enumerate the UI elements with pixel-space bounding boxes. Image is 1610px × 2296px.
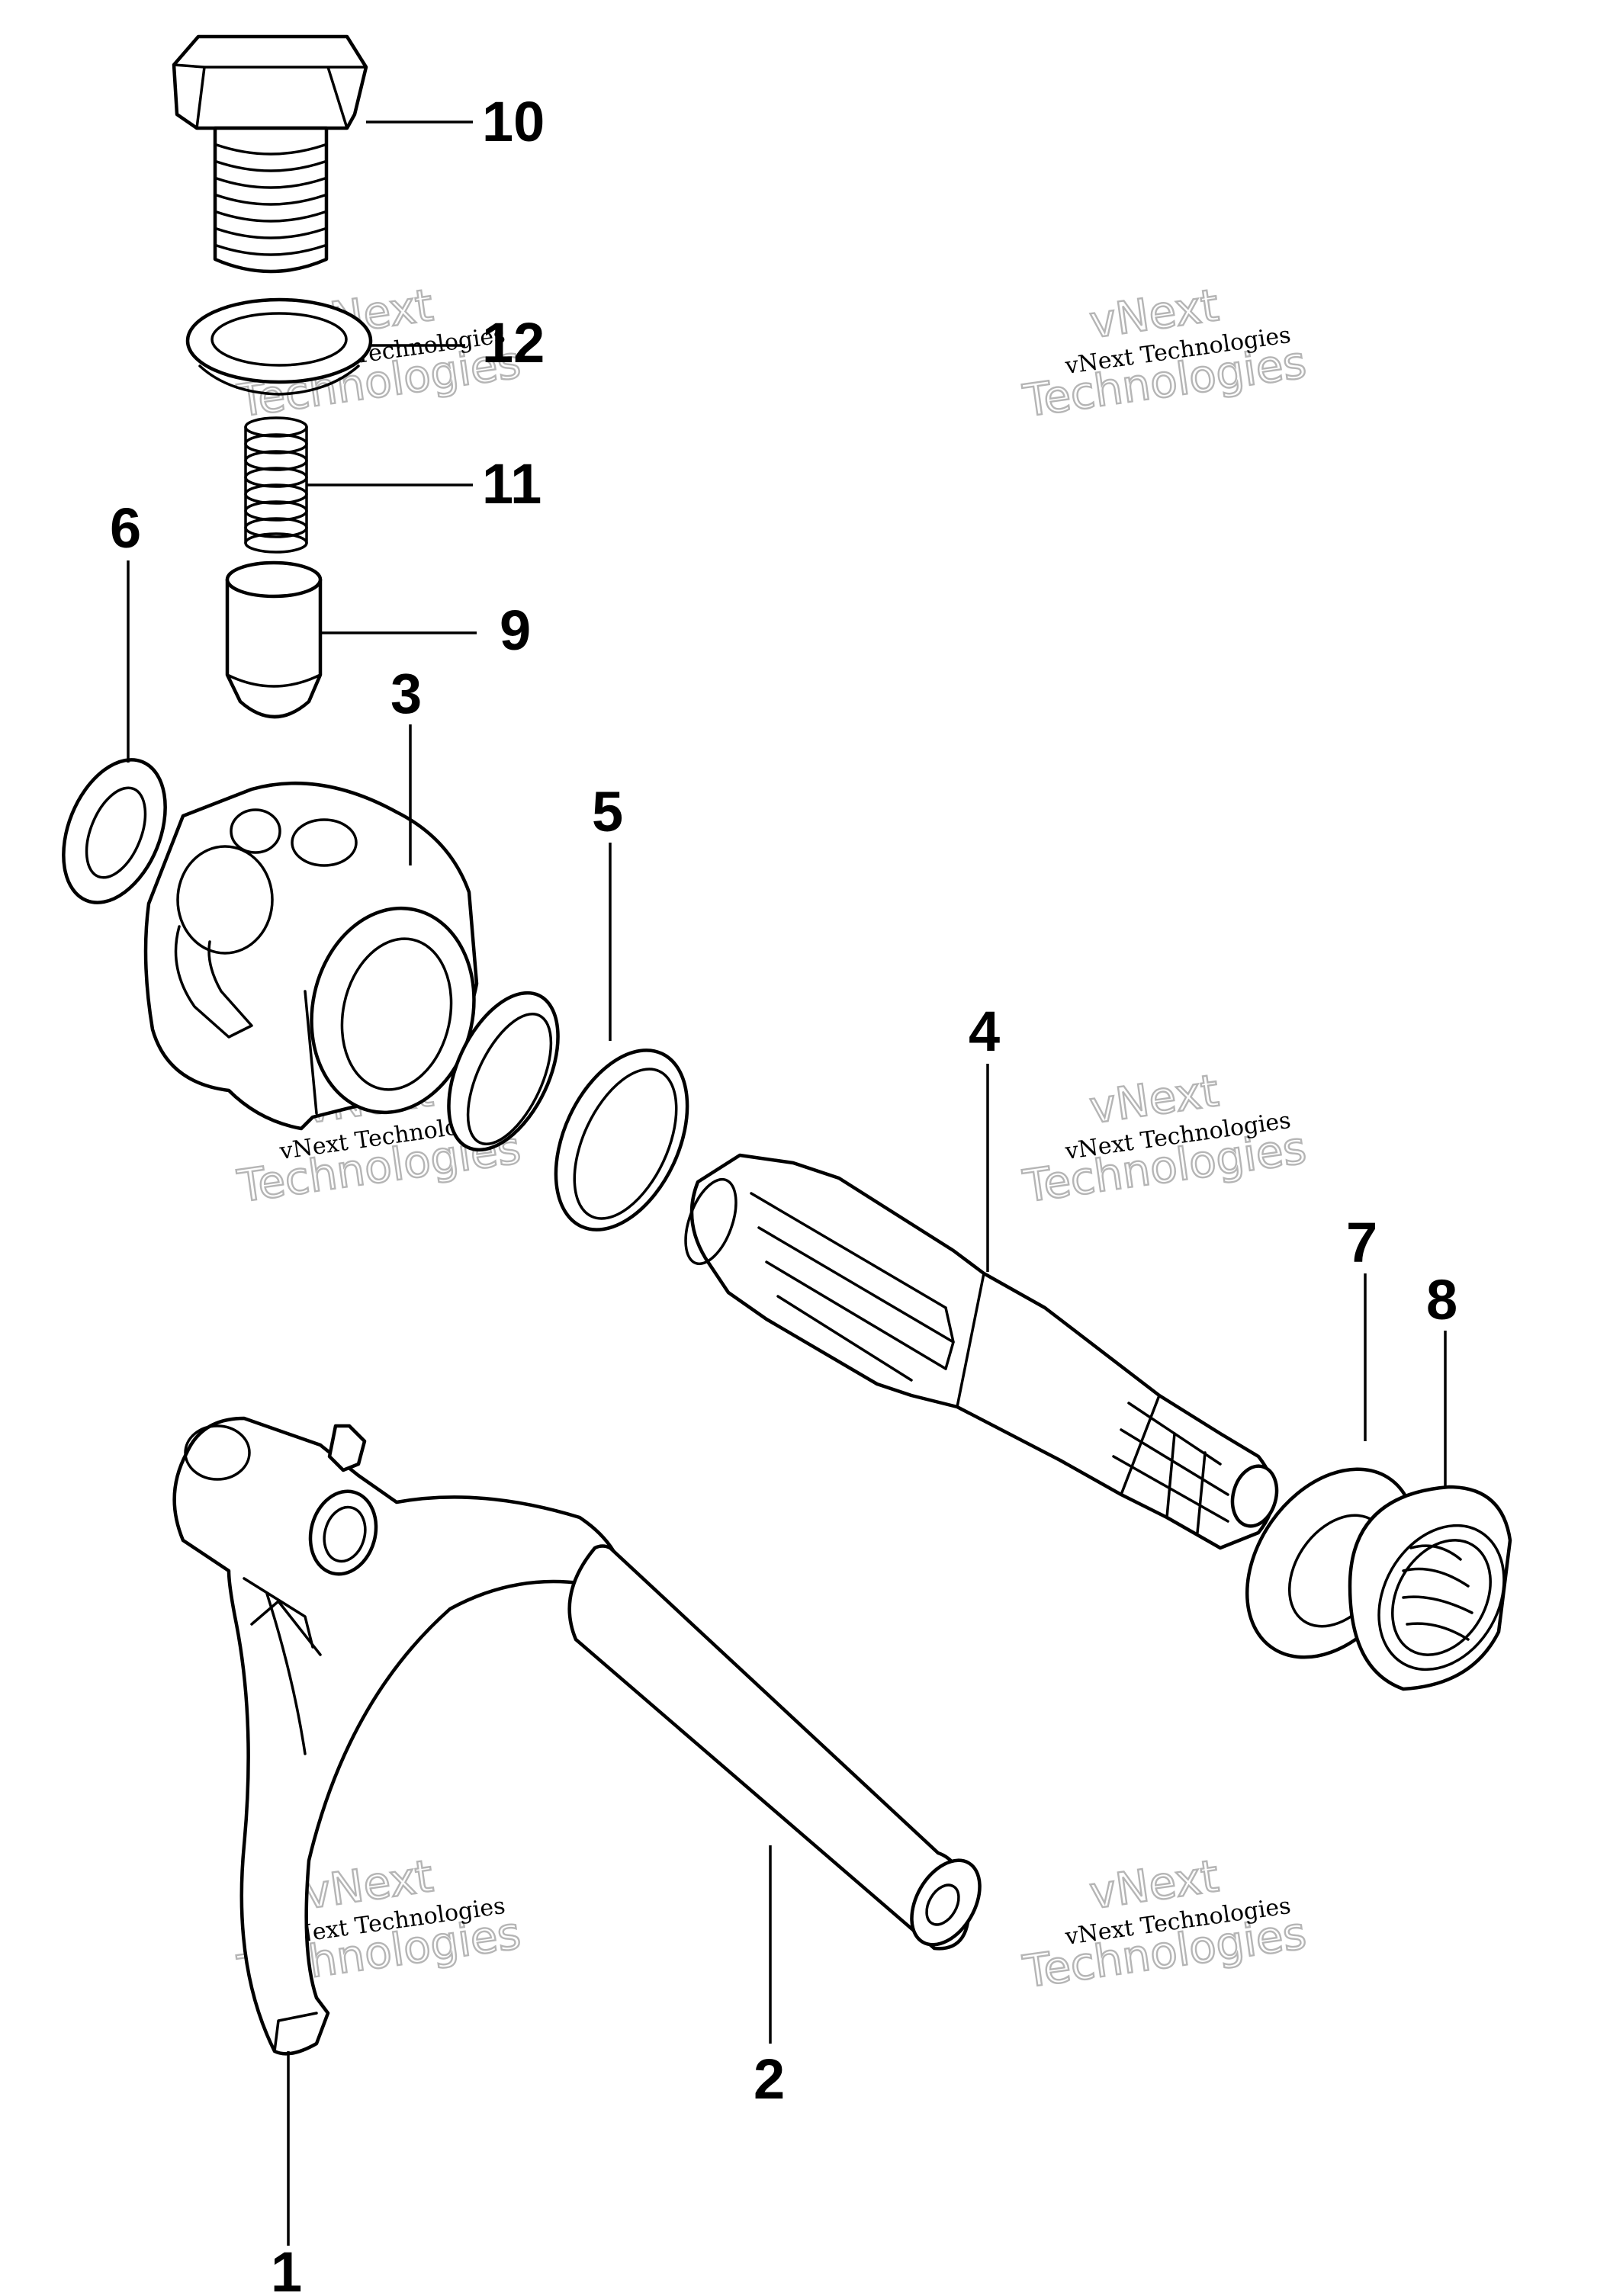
part-2-shift-shaft — [567, 1544, 982, 1951]
part-12-washer — [185, 297, 373, 396]
callout-2: 2 — [754, 2047, 785, 2111]
part-5-circlips — [447, 991, 689, 1231]
callout-10: 10 — [482, 90, 545, 153]
callout-4: 4 — [969, 1000, 1000, 1063]
callout-8: 8 — [1426, 1268, 1457, 1331]
callout-12: 12 — [482, 311, 545, 374]
callout-3: 3 — [390, 662, 422, 725]
part-1-shift-fork — [172, 1416, 628, 2056]
callout-6: 6 — [110, 496, 141, 560]
part-8-nut — [1348, 1485, 1512, 1691]
part-11-spring — [244, 416, 308, 554]
callout-labels: 10 12 11 9 6 3 5 4 7 8 2 1 — [110, 90, 1457, 2296]
leader-lines — [127, 120, 1447, 2246]
watermark-bottom-right: vNext Technologies vNext Technologies — [1019, 1849, 1310, 1999]
callout-11: 11 — [482, 452, 541, 515]
part-3-shift-cam — [143, 781, 479, 1131]
watermark-middle-right: vNext Technologies vNext Technologies — [1019, 1064, 1310, 1214]
callout-7: 7 — [1346, 1211, 1377, 1274]
part-9-plunger — [225, 560, 323, 719]
part-6-ring — [62, 758, 167, 904]
watermark-top-right: vNext Technologies vNext Technologies — [1019, 278, 1310, 429]
part-4-splined-shaft — [684, 1153, 1279, 1550]
part-10-hex-bolt — [172, 34, 368, 274]
callout-5: 5 — [592, 780, 623, 843]
callout-9: 9 — [500, 599, 531, 662]
callout-1: 1 — [271, 2240, 302, 2296]
